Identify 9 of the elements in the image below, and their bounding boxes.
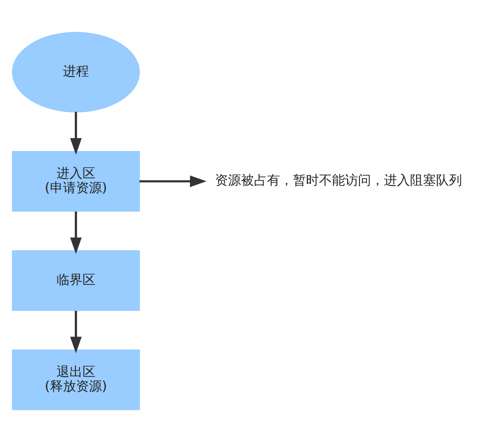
- node-text: 资源被占有，暂时不能访问，进入阻塞队列: [214, 173, 462, 188]
- node-ellipse: 进程: [12, 31, 140, 112]
- node-box: 进入区 (申请资源): [12, 150, 140, 212]
- arrow: [139, 175, 207, 187]
- arrow: [70, 111, 82, 154]
- arrow: [70, 211, 82, 254]
- arrow: [70, 310, 82, 353]
- node-box: 退出区 (释放资源): [12, 348, 140, 410]
- node-box: 临界区: [12, 250, 140, 310]
